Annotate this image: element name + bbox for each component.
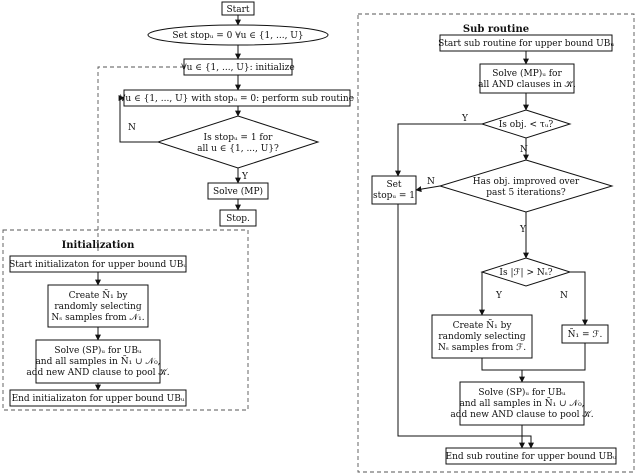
sub-create-label-1: Create Ñ₁ by [453,319,513,331]
init-solve-label-1: Solve (SP)ᵤ for UBᵤ [54,345,142,356]
sub-solve-mp-node [479,63,575,94]
init-create-node [47,284,149,328]
sample-size-no: N [560,291,568,301]
all-stopped-no: N [128,123,136,133]
subroutine-frame [357,13,635,473]
all-stopped-label-2: all u ∈ {1, ..., U}? [197,144,279,154]
solve-mp-label: Solve (MP) [213,186,263,197]
sample-size-label: Is |ℱ| > Nₛ? [499,268,552,278]
initialization-title: Initialization [62,240,135,251]
all-stopped-yes: Y [241,172,249,182]
sub-solve-sp-label-1: Solve (SP)ᵤ for UBᵤ [478,387,566,398]
sample-size-yes: Y [495,291,503,301]
init-end-label: End initializaton for upper bound UBᵤ [12,394,185,404]
init-create-label-2: randomly selecting [54,302,141,312]
init-create-label-3: Nₛ samples from 𝒩₁. [51,313,144,323]
link-to-initialization [97,66,184,252]
init-create-label-1: Create Ñ₁ by [69,289,129,301]
sub-create-label-3: Nₛ samples from ℱ. [438,343,526,353]
all-stopped-label-1: Is stopᵤ = 1 for [204,133,274,143]
improvement-label-2: past 5 iterations? [486,188,566,198]
sub-solve-sp-label-2: and all samples in Ñ₁ ∪ 𝒩₀, [459,397,584,409]
sub-start-label: Start sub routine for upper bound UBᵤ [438,39,614,49]
stop-label: Stop. [226,214,250,224]
initialize-label: ∀u ∈ {1, ..., U}: initialize [181,63,295,73]
subroutine-title: Sub routine [463,24,529,35]
sub-solve-mp-label-1: Solve (MP)ᵤ for [492,68,562,79]
improvement-no: N [427,177,435,187]
sample-size-decision [480,257,572,287]
improvement-label-1: Has obj. improved over [473,177,580,187]
start-label: Start [226,5,249,15]
set-stop-one-label-2: stopᵤ = 1 [373,191,415,201]
sub-solve-sp-node [459,381,585,426]
objective-threshold-label: Is obj. < τᵤ? [499,120,554,130]
sub-solve-sp-label-3: add new AND clause to pool 𝒦̃. [450,410,593,420]
init-solve-node [35,339,161,384]
sub-solve-mp-label-2: all AND clauses in 𝒦̃. [478,80,576,90]
objective-threshold-yes: Y [461,114,469,124]
init-solve-label-2: and all samples in Ñ₁ ∪ 𝒩₀, [35,355,160,367]
improvement-yes: Y [519,225,527,235]
sub-create-node [431,314,533,359]
init-start-label: Start initializaton for upper bound UBᵤ [9,260,187,270]
assign-label: Ñ₁ = ℱ. [568,328,603,340]
init-solve-label-3: add new AND clause to pool 𝒦̃. [26,368,169,378]
perform-subroutine-label: ∀u ∈ {1, ..., U} with stopᵤ = 0: perform… [120,94,354,104]
initialization-frame [2,229,249,411]
sub-end-label: End sub routine for upper bound UBᵤ [446,452,617,462]
sub-create-label-2: randomly selecting [438,332,525,342]
objective-threshold-no: N [520,145,528,155]
set-stop-one-label-1: Set [386,180,401,190]
set-stop-label: Set stopᵤ = 0 ∀u ∈ {1, ..., U} [172,31,303,41]
